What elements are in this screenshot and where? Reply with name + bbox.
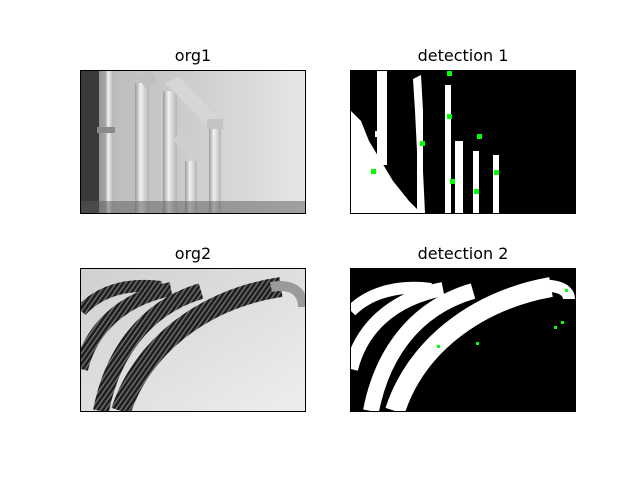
hoses-photo: [81, 269, 305, 411]
pipes-photo: [81, 71, 305, 213]
keypoint-markers-2: [437, 289, 568, 348]
keypoint-markers-1: [371, 71, 499, 194]
image-org2: [80, 268, 306, 412]
panel-title-detection-2: detection 2: [417, 244, 509, 263]
image-detection-2: [350, 268, 576, 412]
panel-title-org2: org2: [174, 244, 212, 263]
image-detection-1: [350, 70, 576, 214]
panel-title-detection-1: detection 1: [417, 46, 509, 65]
hoses-mask: [351, 269, 575, 411]
pipes-mask: [351, 71, 575, 213]
image-org1: [80, 70, 306, 214]
panel-title-org1: org1: [174, 46, 212, 65]
